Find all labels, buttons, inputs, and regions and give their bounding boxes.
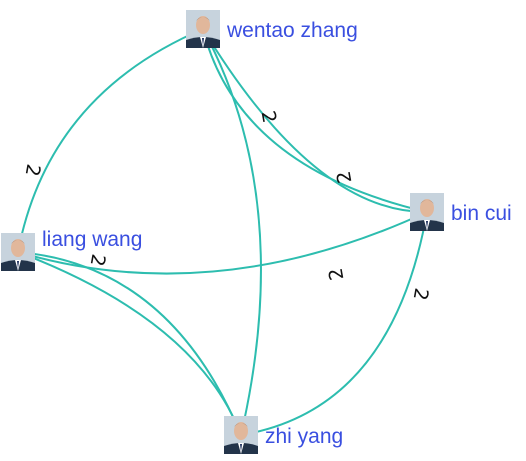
node-liang[interactable]: liang wang [1, 228, 142, 271]
edge-weight-label: 2 [21, 162, 45, 178]
node-name-label[interactable]: bin cui [451, 202, 512, 225]
node-name-label[interactable]: wentao zhang [226, 19, 358, 42]
edge-liang-zhi[interactable] [17, 251, 242, 436]
edge-bin-zhi[interactable] [240, 211, 428, 436]
person-avatar-icon[interactable] [1, 233, 35, 271]
node-zhi[interactable]: zhi yang [224, 416, 343, 454]
edge-weight-label: 2 [409, 286, 433, 302]
node-name-label[interactable]: liang wang [42, 228, 142, 251]
edge-labels-layer: 2 2 2 2 2 2 [21, 109, 433, 302]
edge-wentao-zhi[interactable] [202, 28, 262, 436]
person-avatar-icon[interactable] [224, 416, 258, 454]
edge-wentao-bin[interactable] [202, 28, 428, 214]
edge-weight-label: 2 [325, 266, 349, 282]
node-wentao[interactable]: wentao zhang [186, 10, 358, 48]
nodes-layer: wentao zhang bin cui liang wang zhi yang [1, 10, 512, 454]
edge-wentao-liang[interactable] [17, 28, 204, 253]
edges-layer [17, 28, 428, 436]
edge-liang-bin[interactable] [17, 211, 428, 275]
node-bin[interactable]: bin cui [410, 193, 512, 231]
edge-weight-label: 2 [86, 252, 110, 268]
edge-weight-label: 2 [333, 169, 357, 185]
node-name-label[interactable]: zhi yang [265, 425, 343, 448]
person-avatar-icon[interactable] [410, 193, 444, 231]
person-avatar-icon[interactable] [186, 10, 220, 48]
edge-weight-label: 2 [257, 109, 281, 125]
edge-liang-zhi[interactable] [17, 251, 242, 436]
edge-wentao-bin[interactable] [202, 28, 428, 213]
